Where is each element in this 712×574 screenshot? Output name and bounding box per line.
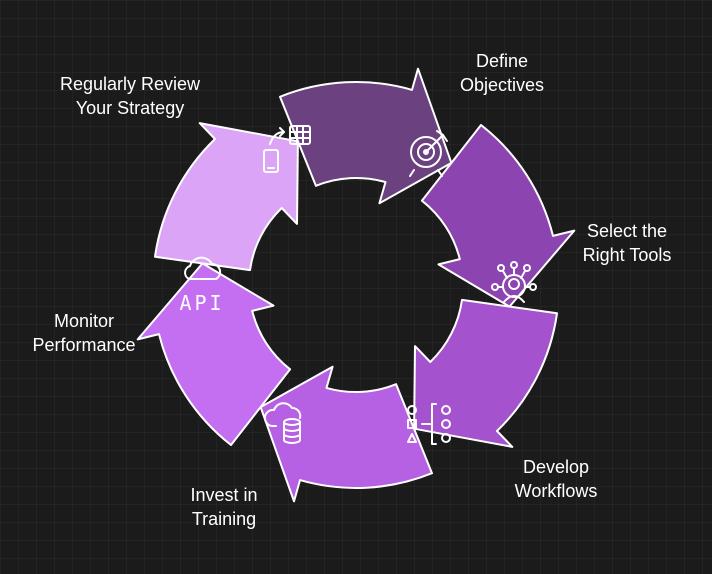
api-icon-text: API <box>179 291 224 315</box>
segment-select-tools <box>420 124 576 308</box>
segment-monitor-performance <box>136 262 292 446</box>
segment-define-objectives <box>279 67 453 205</box>
label-select-tools: Select the Right Tools <box>582 221 672 265</box>
label-monitor-performance: Monitor Performance <box>32 311 136 355</box>
target-icon <box>409 130 448 177</box>
segment-invest-training <box>259 365 433 503</box>
label-develop-workflows: Develop Workflows <box>514 457 598 501</box>
network-person-icon <box>491 261 537 303</box>
segment-develop-workflows <box>413 298 558 448</box>
cloud-api-icon <box>184 256 222 280</box>
label-define-objectives: Define Objectives <box>459 51 545 95</box>
cloud-database-icon <box>263 402 302 444</box>
segment-review-strategy <box>154 122 299 272</box>
label-invest-training: Invest in Training <box>190 485 258 529</box>
label-review-strategy: Regularly Review Your Strategy <box>59 74 201 118</box>
workflow-icon <box>407 403 451 445</box>
mobile-sync-table-icon <box>263 125 311 173</box>
